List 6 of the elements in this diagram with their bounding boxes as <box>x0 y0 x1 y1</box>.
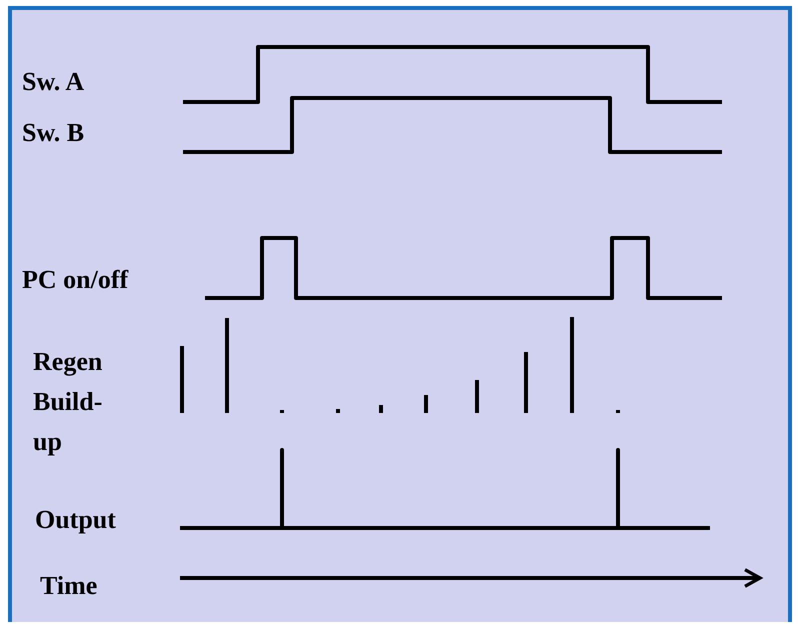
signal-label: Regen Build-up <box>33 346 104 458</box>
signal-label: Output <box>35 504 116 536</box>
signal-label: PC on/off <box>22 264 128 296</box>
signal-label: Time <box>40 570 98 602</box>
signal-label: Sw. A <box>22 66 84 98</box>
signal-label: Sw. B <box>22 117 84 149</box>
